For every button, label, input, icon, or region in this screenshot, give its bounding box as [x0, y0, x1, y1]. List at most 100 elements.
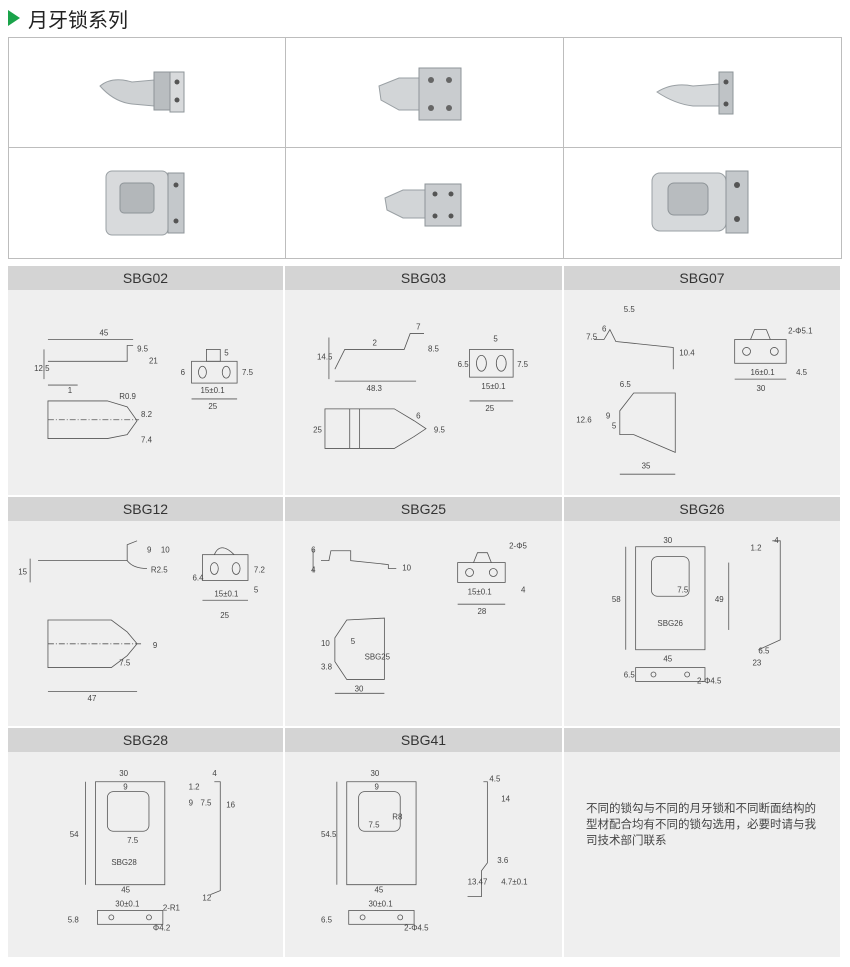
dim-label: 21 — [149, 356, 158, 365]
dim-label: 25 — [208, 402, 217, 411]
dim-label: 6.4 — [193, 573, 205, 582]
panel-sbg41: SBG41 30 4.5 9 14 54.5 7.5 — [285, 728, 564, 959]
dim-label: 5 — [224, 348, 229, 357]
dim-label: 45 — [121, 886, 130, 895]
dim-label: 5 — [351, 637, 356, 646]
dim-label: 4 — [774, 536, 779, 545]
panel-title: SBG12 — [8, 497, 283, 521]
dim-label: 7.5 — [586, 333, 598, 342]
dim-label: 10 — [321, 639, 330, 648]
dim-label: 7.5 — [242, 368, 254, 377]
dim-label: 54 — [70, 830, 79, 839]
dim-label: SBG28 — [111, 858, 137, 867]
dim-label: 15±0.1 — [468, 587, 493, 596]
dim-label: 35 — [642, 461, 651, 470]
dim-label: 45 — [99, 329, 108, 338]
dim-label: 7.2 — [254, 565, 265, 574]
dim-label: 7.5 — [517, 360, 529, 369]
dim-label: 6.5 — [458, 360, 470, 369]
dim-label: 9 — [606, 412, 611, 421]
dim-label: 6 — [181, 368, 186, 377]
dim-label: 2-Φ4.5 — [404, 923, 429, 932]
dim-label: 6.5 — [620, 380, 632, 389]
dim-label: 2-Φ4.5 — [697, 676, 722, 685]
photo-sbg25 — [286, 148, 564, 258]
panel-title: SBG07 — [564, 266, 840, 290]
dim-label: 1.2 — [189, 783, 200, 792]
section-header: 月牙锁系列 — [8, 4, 128, 32]
dim-label: SBG25 — [365, 653, 391, 662]
panel-title: SBG28 — [8, 728, 283, 752]
panel-sbg03: SBG03 7 2 8.5 14.5 48.3 — [285, 266, 564, 497]
dim-label: 6.5 — [758, 647, 770, 656]
dim-label: 5.5 — [624, 305, 636, 314]
dim-label: 3.6 — [497, 856, 509, 865]
dim-label: 45 — [663, 655, 672, 664]
dim-label: 9 — [147, 546, 152, 555]
dim-label: 7.5 — [127, 836, 139, 845]
dim-label: 25 — [313, 426, 322, 435]
dim-label: 7.5 — [200, 798, 212, 807]
drawing-sbg02: 45 12.5 9.5 21 1 R0.9 8.2 7.4 5 6 7.5 15… — [34, 329, 254, 445]
drawing-sbg03: 7 2 8.5 14.5 48.3 6.5 5 7.5 15±0.1 25 25… — [313, 323, 529, 449]
dim-label: 25 — [485, 404, 494, 413]
dim-label: 4.5 — [489, 775, 501, 784]
dim-label: 4 — [521, 585, 526, 594]
photo-sbg12 — [9, 148, 287, 258]
dim-label: 6 — [602, 325, 607, 334]
dim-label: 9 — [189, 798, 194, 807]
dim-label: 2-Φ5.1 — [788, 327, 813, 336]
dim-label: 12.5 — [34, 364, 50, 373]
dim-label: 28 — [477, 607, 486, 616]
dim-label: 16±0.1 — [751, 368, 776, 377]
dim-label: 15±0.1 — [214, 589, 239, 598]
dim-label: 9.5 — [434, 426, 446, 435]
dim-label: 2-Φ5 — [509, 542, 527, 551]
dim-label: 2 — [372, 338, 376, 347]
dim-label: 8.5 — [428, 344, 440, 353]
panel-sbg02: SBG02 45 12.5 9.5 — [8, 266, 285, 497]
dim-label: 30 — [355, 684, 364, 693]
dim-label: 4 — [311, 565, 316, 574]
panel-sbg12: SBG12 9 10 15 — [8, 497, 285, 728]
dim-label: 1 — [68, 386, 73, 395]
panel-title: SBG02 — [8, 266, 283, 290]
dim-label: 1.2 — [751, 544, 762, 553]
dim-label: 6 — [311, 546, 316, 555]
drawing-sbg41: 30 4.5 9 14 54.5 7.5 R8 3.6 45 13.47 4.7… — [321, 769, 528, 932]
dim-label: 30 — [119, 769, 128, 778]
dim-label: 23 — [753, 659, 762, 668]
dim-label: 15±0.1 — [200, 386, 225, 395]
panel-sbg25: SBG25 6 4 10 2-Φ5 15±0. — [285, 497, 564, 728]
dim-label: R8 — [392, 812, 403, 821]
dim-label: 47 — [88, 694, 97, 703]
panel-title: SBG41 — [285, 728, 562, 752]
dim-label: 7 — [416, 323, 420, 332]
panel-title: SBG26 — [564, 497, 840, 521]
dim-label: 4.5 — [796, 368, 808, 377]
dim-label: 6 — [416, 412, 421, 421]
dim-label: 10 — [402, 564, 411, 573]
dim-label: 9 — [153, 641, 158, 650]
dim-label: 15±0.1 — [481, 382, 506, 391]
dim-label: 5 — [612, 422, 617, 431]
dim-label: 7.5 — [119, 659, 131, 668]
panel-sbg26: SBG26 30 1.2 4 58 49 7.5 — [564, 497, 842, 728]
dim-label: 14.5 — [317, 352, 333, 361]
drawing-grid: SBG02 45 12.5 9.5 — [8, 266, 842, 959]
dim-label: 49 — [715, 595, 724, 604]
dim-label: Φ4.2 — [153, 923, 170, 932]
photo-sbg02 — [9, 38, 287, 148]
panel-title: SBG03 — [285, 266, 562, 290]
photo-sbg03 — [286, 38, 564, 148]
panel-title: SBG25 — [285, 497, 562, 521]
dim-label: 30 — [663, 536, 672, 545]
dim-label: 4.7±0.1 — [501, 878, 528, 887]
dim-label: 16 — [226, 800, 235, 809]
triangle-right-icon — [8, 10, 20, 26]
dim-label: 7.5 — [369, 820, 381, 829]
panel-sbg28: SBG28 30 1.2 4 9 9 7.5 16 — [8, 728, 285, 959]
dim-label: 58 — [612, 595, 621, 604]
panel-sbg07: SBG07 5.5 7.5 6 2-Φ5.1 10.4 — [564, 266, 842, 497]
dim-label: 12.6 — [576, 416, 592, 425]
